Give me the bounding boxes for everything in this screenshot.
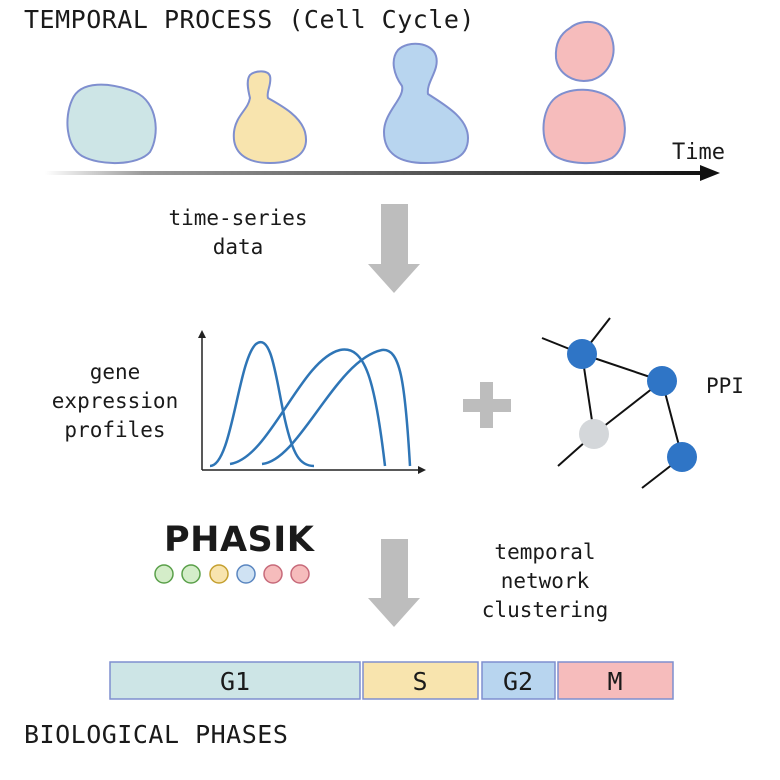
phase-s-box [362,661,479,700]
gene-expression-line1: gene [89,360,141,384]
time-arrow-head [700,165,720,181]
title-biological-phases: BIOLOGICAL PHASES [24,720,289,749]
time-arrow-line [45,171,705,175]
gene-expression-line2: expression [51,389,179,413]
plot-y-axis-arrow [198,330,206,338]
phase-label-g2: G2 [503,667,533,696]
phase-g2-box [481,661,556,700]
ppi-node-3 [579,419,609,449]
phase-label-s: S [412,667,427,696]
time-series-data-label: time-series data [130,204,346,262]
phase-g1-box [109,661,361,700]
down-arrow-time-series [368,204,420,293]
ppi-node-1 [567,339,597,369]
time-series-line1: time-series [168,206,308,230]
clustering-line1: temporal [494,540,596,564]
time-label: Time [672,140,725,165]
phase-m-box [557,661,674,700]
clustering-line2: network [500,569,590,593]
cell-g1 [66,83,157,165]
expression-curve-1 [209,340,315,468]
gene-expression-line3: profiles [64,418,166,442]
phase-label-m: M [607,667,622,696]
cell-g2 [382,42,470,165]
time-series-line2: data [212,235,264,259]
ppi-node-4 [667,442,697,472]
clustering-label: temporal network clustering [450,538,640,625]
down-arrow-clustering [368,539,420,627]
phasik-dots [154,564,310,584]
clustering-line3: clustering [481,598,609,622]
title-temporal-process: TEMPORAL PROCESS (Cell Cycle) [24,5,475,34]
plus-vertical [480,382,493,428]
gene-expression-label: gene expression profiles [40,358,190,445]
phasik-title: PHASIK [164,520,315,560]
cell-m-daughter-bottom [542,88,626,164]
ppi-edges [541,317,683,489]
phase-label-g1: G1 [220,667,250,696]
ppi-node-2 [647,366,677,396]
cell-s [232,70,307,165]
phase-bar: G1 S G2 M [109,661,674,700]
cell-m-daughter-top [554,20,615,82]
ppi-label: PPI [706,374,744,398]
expression-curve-3 [261,348,412,467]
plot-x-axis-arrow [418,466,426,474]
expression-curve-2 [229,348,387,467]
